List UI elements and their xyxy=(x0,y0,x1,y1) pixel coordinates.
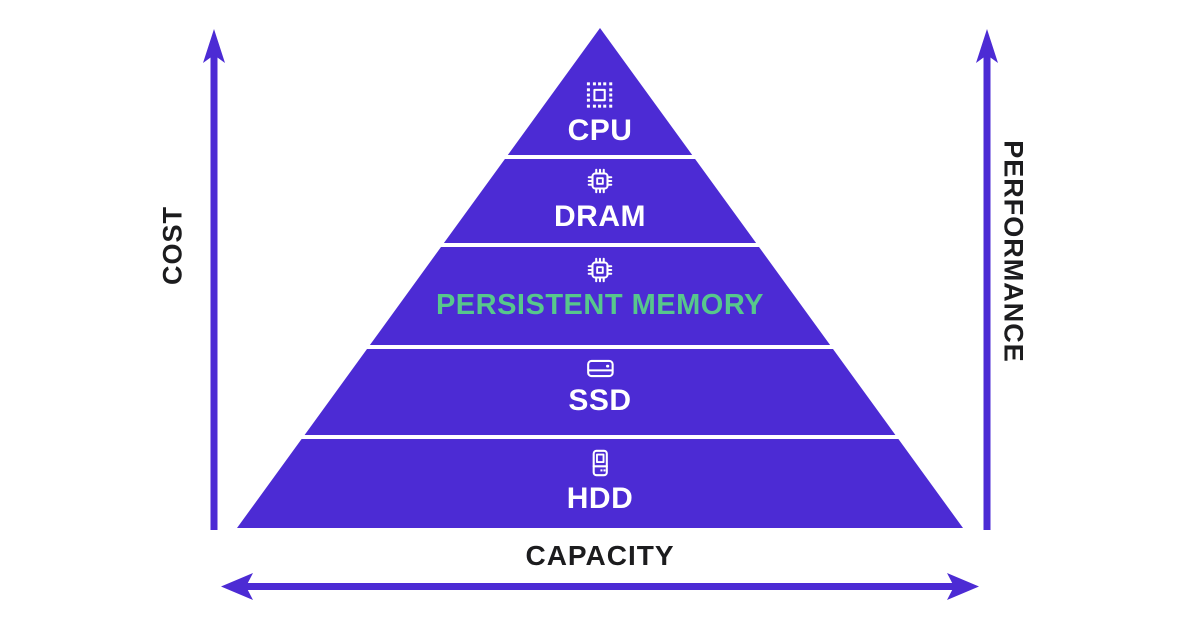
capacity-axis-label: CAPACITY xyxy=(525,540,675,571)
pyramid-tier-shape-dram xyxy=(443,159,757,243)
performance-axis-label: PERFORMANCE xyxy=(998,140,1029,363)
pyramid-tier-shape-ssd xyxy=(304,349,896,435)
performance-axis-arrow xyxy=(976,29,998,530)
pyramid-tier-shape-hdd xyxy=(237,439,963,528)
capacity-axis-arrow xyxy=(221,573,979,600)
pyramid-tier-shape-cpu xyxy=(507,28,693,155)
pyramid-tier-shape-persistent-memory xyxy=(369,247,831,345)
cost-axis-arrow xyxy=(203,29,225,530)
cost-axis-label: COST xyxy=(157,206,188,286)
